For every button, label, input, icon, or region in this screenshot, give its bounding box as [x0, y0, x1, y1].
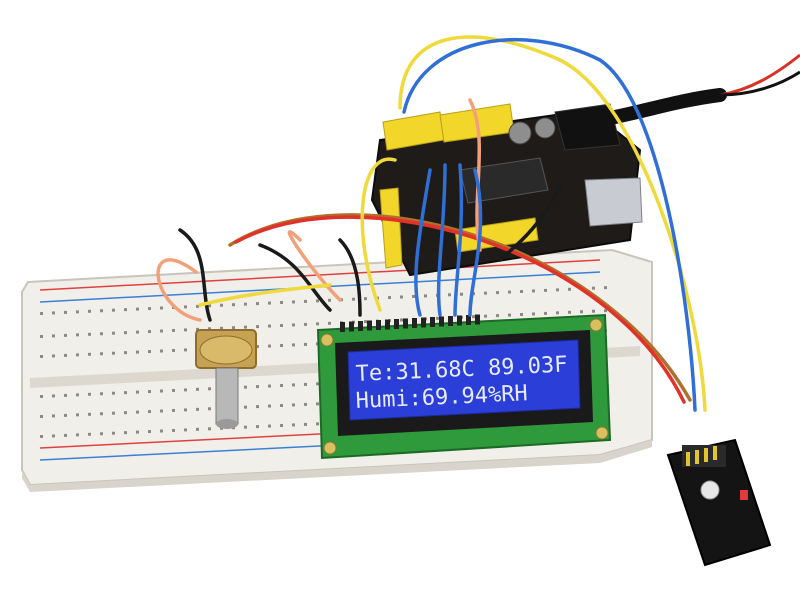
sensor-module: [666, 438, 772, 567]
wires: [156, 35, 707, 412]
lcd-module: [316, 313, 612, 460]
power-cable: [603, 53, 800, 125]
lcd-header-pins: [340, 314, 480, 332]
potentiometer: [195, 329, 257, 429]
